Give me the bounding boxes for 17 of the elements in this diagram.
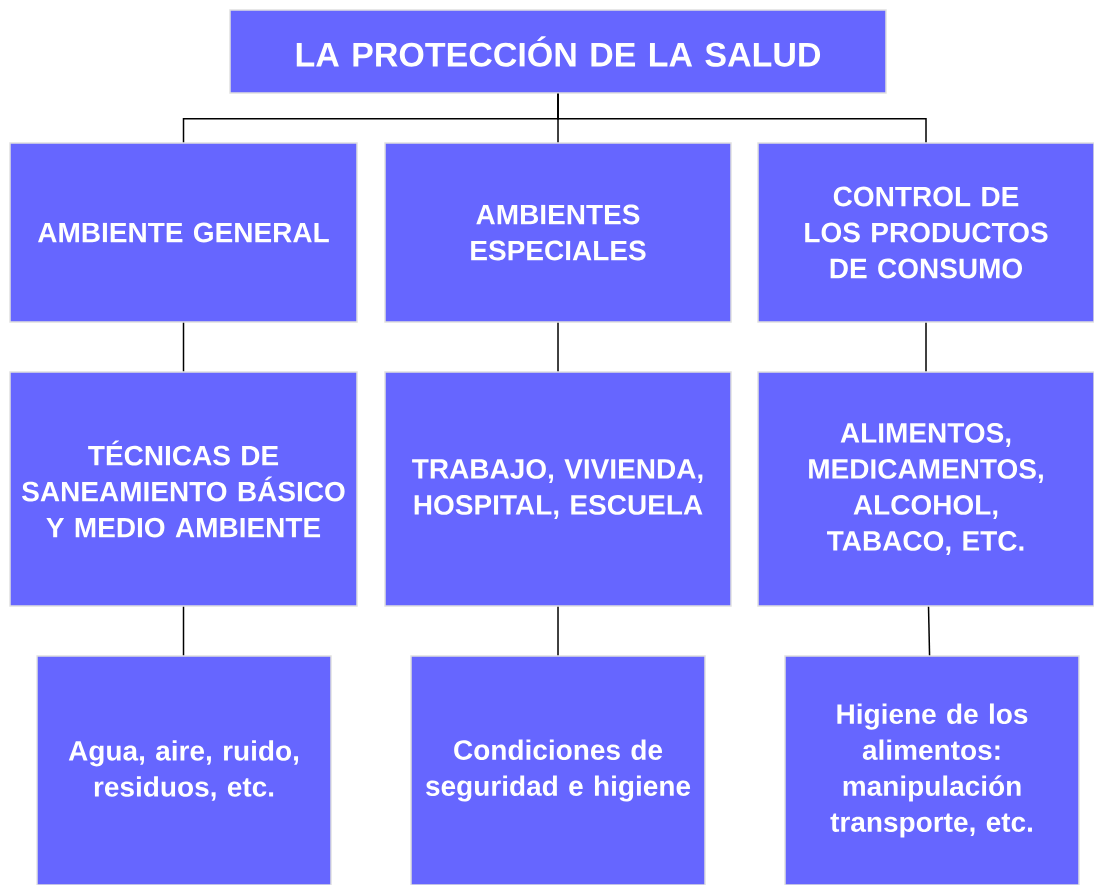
connector-line	[927, 606, 931, 656]
topic-box: TÉCNICAS DE SANEAMIENTO BÁSICO Y MEDIO AMBIENTE	[9, 371, 358, 607]
detail-box: Condiciones de seguridad e higiene	[410, 655, 706, 885]
category-box: AMBIENTE GENERAL	[9, 142, 358, 323]
connector-line	[182, 322, 185, 372]
category-box: AMBIENTES ESPECIALES	[384, 142, 732, 323]
detail-box: Agua, aire, ruido, residuos, etc.	[36, 655, 332, 885]
connector-line	[557, 322, 559, 372]
connector-line	[557, 93, 927, 143]
title-box: LA PROTECCIÓN DE LA SALUD	[229, 9, 887, 94]
detail-box: Higiene de los alimentos: manipulación transporte, etc.	[784, 655, 1080, 885]
connector-line	[557, 606, 559, 656]
topic-box: ALIMENTOS, MEDICAMENTOS, ALCOHOL, TABACO, ETC.	[757, 371, 1094, 607]
category-box: CONTROL DE LOS PRODUCTOS DE CONSUMO	[757, 142, 1094, 323]
connector-line	[925, 322, 927, 372]
connector-line	[182, 606, 185, 656]
topic-box: TRABAJO, VIVIENDA, HOSPITAL, ESCUELA	[384, 371, 732, 607]
